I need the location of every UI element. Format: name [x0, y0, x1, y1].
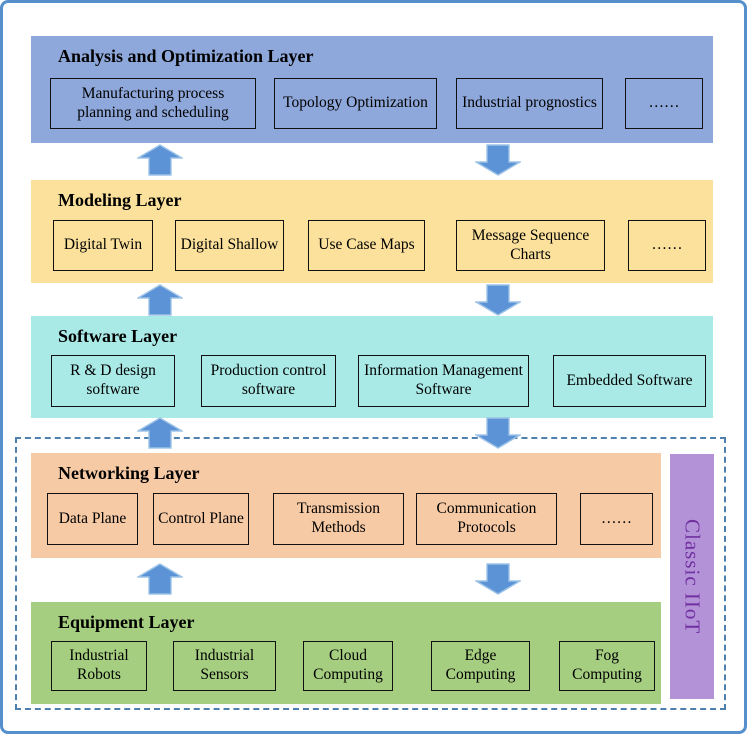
analysis-optimization-layer: Analysis and Optimization Layer Manufact… — [31, 36, 713, 143]
box-transmission-methods: Transmission Methods — [273, 493, 404, 545]
box-rd-design-software: R & D design software — [51, 355, 175, 407]
arrow-down-icon — [475, 417, 521, 449]
box-modeling-ellipsis: …… — [628, 220, 706, 271]
equipment-layer: Equipment Layer Industrial Robots Indust… — [31, 602, 661, 704]
box-cloud-computing: Cloud Computing — [303, 641, 393, 691]
box-digital-twin: Digital Twin — [53, 220, 153, 271]
box-data-plane: Data Plane — [47, 493, 138, 545]
box-manufacturing-process-planning: Manufacturing process planning and sched… — [50, 78, 256, 129]
box-message-sequence-charts: Message Sequence Charts — [456, 220, 605, 271]
box-industrial-sensors: Industrial Sensors — [173, 641, 276, 691]
arrow-up-icon — [137, 144, 183, 176]
networking-layer: Networking Layer Data Plane Control Plan… — [31, 453, 661, 558]
box-networking-ellipsis: …… — [580, 493, 653, 545]
box-analysis-ellipsis: …… — [625, 78, 703, 129]
box-embedded-software: Embedded Software — [553, 355, 706, 407]
arrow-up-icon — [137, 563, 183, 595]
box-industrial-prognostics: Industrial prognostics — [456, 78, 603, 129]
arrow-up-icon — [137, 284, 183, 316]
modeling-layer: Modeling Layer Digital Twin Digital Shal… — [31, 180, 713, 283]
networking-layer-title: Networking Layer — [58, 463, 200, 483]
box-industrial-robots: Industrial Robots — [51, 641, 147, 691]
arrow-down-icon — [475, 563, 521, 595]
box-production-control-software: Production control software — [201, 355, 336, 407]
box-control-plane: Control Plane — [153, 493, 249, 545]
box-information-management-software: Information Management Software — [358, 355, 529, 407]
box-topology-optimization: Topology Optimization — [274, 78, 437, 129]
box-communication-protocols: Communication Protocols — [416, 493, 557, 545]
classic-iiot-bar: Classic IIoT — [670, 454, 714, 699]
software-layer-title: Software Layer — [58, 326, 178, 346]
classic-iiot-label: Classic IIoT — [680, 518, 705, 635]
analysis-optimization-layer-title: Analysis and Optimization Layer — [58, 46, 314, 66]
box-edge-computing: Edge Computing — [431, 641, 530, 691]
box-digital-shallow: Digital Shallow — [175, 220, 284, 271]
arrow-down-icon — [475, 284, 521, 316]
arrow-up-icon — [137, 417, 183, 449]
modeling-layer-title: Modeling Layer — [58, 190, 182, 210]
software-layer: Software Layer R & D design software Pro… — [31, 316, 713, 418]
classic-iiot-dashed-boundary — [15, 437, 726, 710]
equipment-layer-title: Equipment Layer — [58, 612, 195, 632]
arrow-down-icon — [475, 144, 521, 176]
box-use-case-maps: Use Case Maps — [308, 220, 425, 271]
box-fog-computing: Fog Computing — [559, 641, 655, 691]
